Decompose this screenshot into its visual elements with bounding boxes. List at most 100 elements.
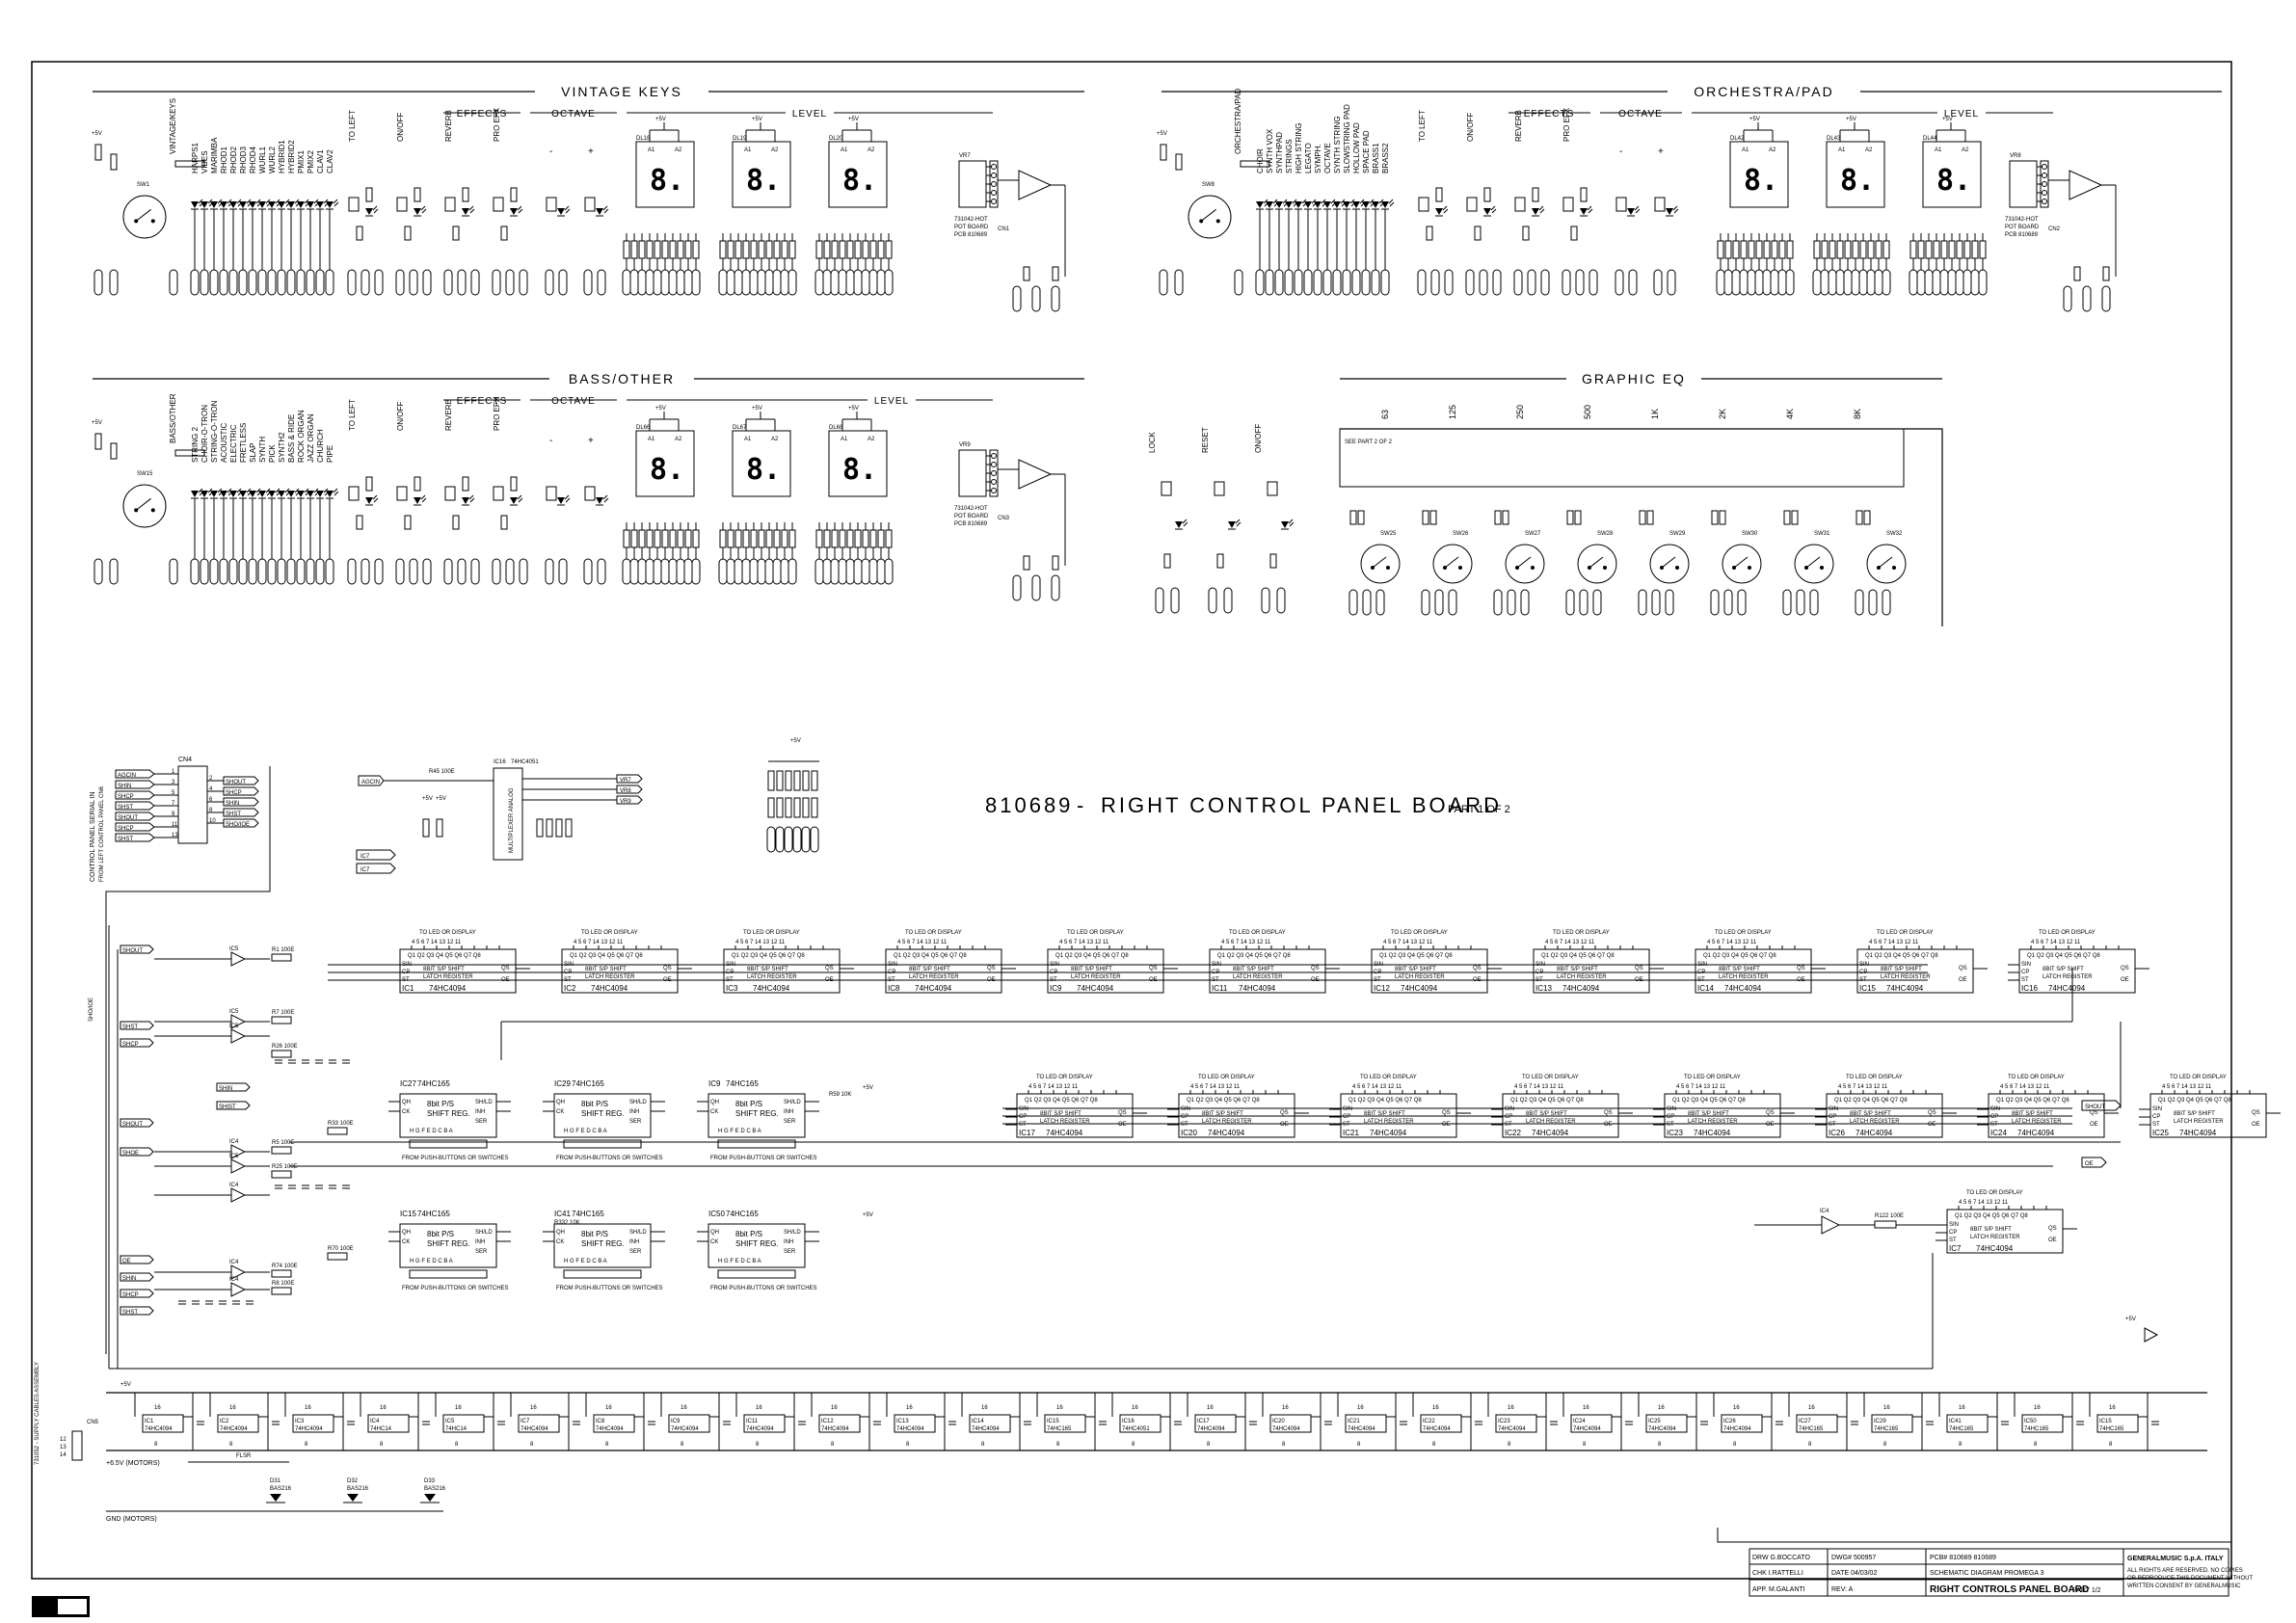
- resistor: [758, 529, 765, 548]
- latch-top-text: TO LED OR DISPLAY: [419, 930, 476, 936]
- latch-inner: LATCH REGISTER: [1881, 974, 1931, 980]
- push-button: [584, 197, 596, 212]
- power-label: +5V: [752, 406, 762, 412]
- pin-connector: [1868, 589, 1878, 616]
- voice-led-icon: [191, 488, 204, 499]
- power-ic-id: IC15: [1047, 1419, 1059, 1424]
- push-button: [348, 486, 360, 501]
- pin-connector: [884, 558, 894, 585]
- serial-signal-right: SHOUT: [226, 780, 246, 785]
- display-pin: A2: [771, 147, 779, 153]
- resistor: [773, 529, 781, 548]
- latch-inner: 8BIT S/P SHIFT: [747, 967, 788, 972]
- power-pin-8: 8: [2109, 1442, 2113, 1448]
- resistor: [765, 529, 773, 548]
- power-label: +5V: [790, 738, 801, 744]
- latch-top-text: TO LED OR DISPLAY: [581, 930, 638, 936]
- octave-label: +: [1658, 146, 1665, 157]
- latch-inner: LATCH REGISTER: [1850, 1119, 1900, 1125]
- latch-pin: SIN: [1667, 1106, 1676, 1112]
- latch-top-text: TO LED OR DISPLAY: [2170, 1075, 2227, 1080]
- shift-id: IC15: [400, 1210, 416, 1218]
- latch-id: IC20: [1181, 1129, 1197, 1137]
- signal-flag: SHIN: [219, 1086, 232, 1092]
- power-label: +5V: [120, 1382, 131, 1388]
- display-pin: A2: [1865, 147, 1873, 153]
- pin-connector: [884, 269, 894, 296]
- pin-connector: [1421, 589, 1430, 616]
- latch-pin: CP: [2021, 970, 2029, 975]
- pin-connector: [668, 269, 678, 296]
- pin-connector: [676, 269, 685, 296]
- pin-connector: [764, 269, 774, 296]
- latch-pin: SIN: [1505, 1106, 1514, 1112]
- shift-pins: H G F E D C B A: [564, 1129, 607, 1134]
- effect-label: TO LEFT: [348, 399, 357, 431]
- power-label: +5V: [752, 117, 762, 122]
- pin-connector: [109, 269, 119, 296]
- pin-connector: [845, 269, 855, 296]
- latch-id: IC7: [1949, 1244, 1962, 1253]
- pin-connector: [1513, 269, 1523, 296]
- power-pin-16: 16: [1508, 1405, 1514, 1411]
- pin-connector: [2082, 285, 2092, 312]
- latch-part: 74HC4094: [429, 984, 467, 993]
- shift-pins: H G F E D C B A: [718, 1129, 761, 1134]
- power-ic-id: IC9: [671, 1419, 681, 1424]
- latch-outputs: Q1 Q2 Q3 Q4 Q5 Q6 Q7 Q8: [1672, 1098, 1746, 1104]
- display-pin: A2: [675, 437, 682, 442]
- ic-power-frame: [442, 1414, 485, 1433]
- voice-led-icon: [1343, 199, 1356, 210]
- shift-pin: CK: [402, 1239, 410, 1245]
- display-id: DL19: [733, 136, 747, 142]
- pin-connector: [637, 269, 647, 296]
- effect-label: TO LEFT: [1418, 110, 1427, 142]
- resistor: [885, 240, 893, 259]
- pin-connector: [109, 558, 119, 585]
- display-id: DL66: [636, 425, 651, 431]
- latch-inner: LATCH REGISTER: [1071, 974, 1121, 980]
- resistor-label: R7 100E: [272, 1010, 294, 1016]
- resistor: [500, 226, 508, 241]
- voice-led-icon: [1381, 199, 1395, 210]
- ic-power-frame: [1721, 1414, 1763, 1433]
- shift-pin: SH/LD: [475, 1230, 493, 1236]
- power-label: +5V: [436, 796, 446, 802]
- pin-connector: [1465, 269, 1475, 296]
- pin-connector: [470, 269, 480, 296]
- octave-label: +: [588, 436, 595, 446]
- power-ic-id: IC1: [145, 1419, 154, 1424]
- ic-power-frame: [292, 1414, 334, 1433]
- latch-id: IC22: [1505, 1129, 1521, 1137]
- latch-inner: 8BIT S/P SHIFT: [423, 967, 465, 972]
- eq-band-label: 250: [1515, 405, 1525, 419]
- latch-outputs: Q1 Q2 Q3 Q4 Q5 Q6 Q7 Q8: [1379, 953, 1453, 959]
- pin-connector: [1492, 269, 1502, 296]
- pot-cn: CN3: [998, 516, 1010, 521]
- latch-id: IC17: [1019, 1129, 1035, 1137]
- pin-connector: [1208, 587, 1217, 614]
- display-digit: 8.: [746, 164, 781, 198]
- shift-frame: [707, 1093, 806, 1138]
- latch-outputs: Q1 Q2 Q3 Q4 Q5 Q6 Q7 Q8: [1703, 953, 1776, 959]
- power-ic-id: IC41: [1949, 1419, 1962, 1424]
- eq-switch-id: SW30: [1742, 531, 1758, 537]
- latch-pin: CP: [1949, 1230, 1957, 1236]
- power-pin-8: 8: [981, 1442, 985, 1448]
- display-frame: [1729, 141, 1789, 208]
- pin-connector: [757, 558, 766, 585]
- resistor: [1724, 240, 1732, 259]
- latch-inner: LATCH REGISTER: [1688, 1119, 1738, 1125]
- resistor: [1956, 240, 1963, 259]
- pin-connector: [519, 558, 528, 585]
- tb-rights-2: OR REPRODUCE THIS DOCUMENT WITHOUT: [2127, 1576, 2253, 1582]
- resistor: [654, 529, 661, 548]
- serial-pin-left: 1: [172, 769, 175, 775]
- opamp-icon: [2069, 170, 2103, 200]
- resistor: [692, 240, 700, 259]
- power-pin: 12: [60, 1437, 67, 1443]
- buffer-icon: [2144, 1327, 2159, 1343]
